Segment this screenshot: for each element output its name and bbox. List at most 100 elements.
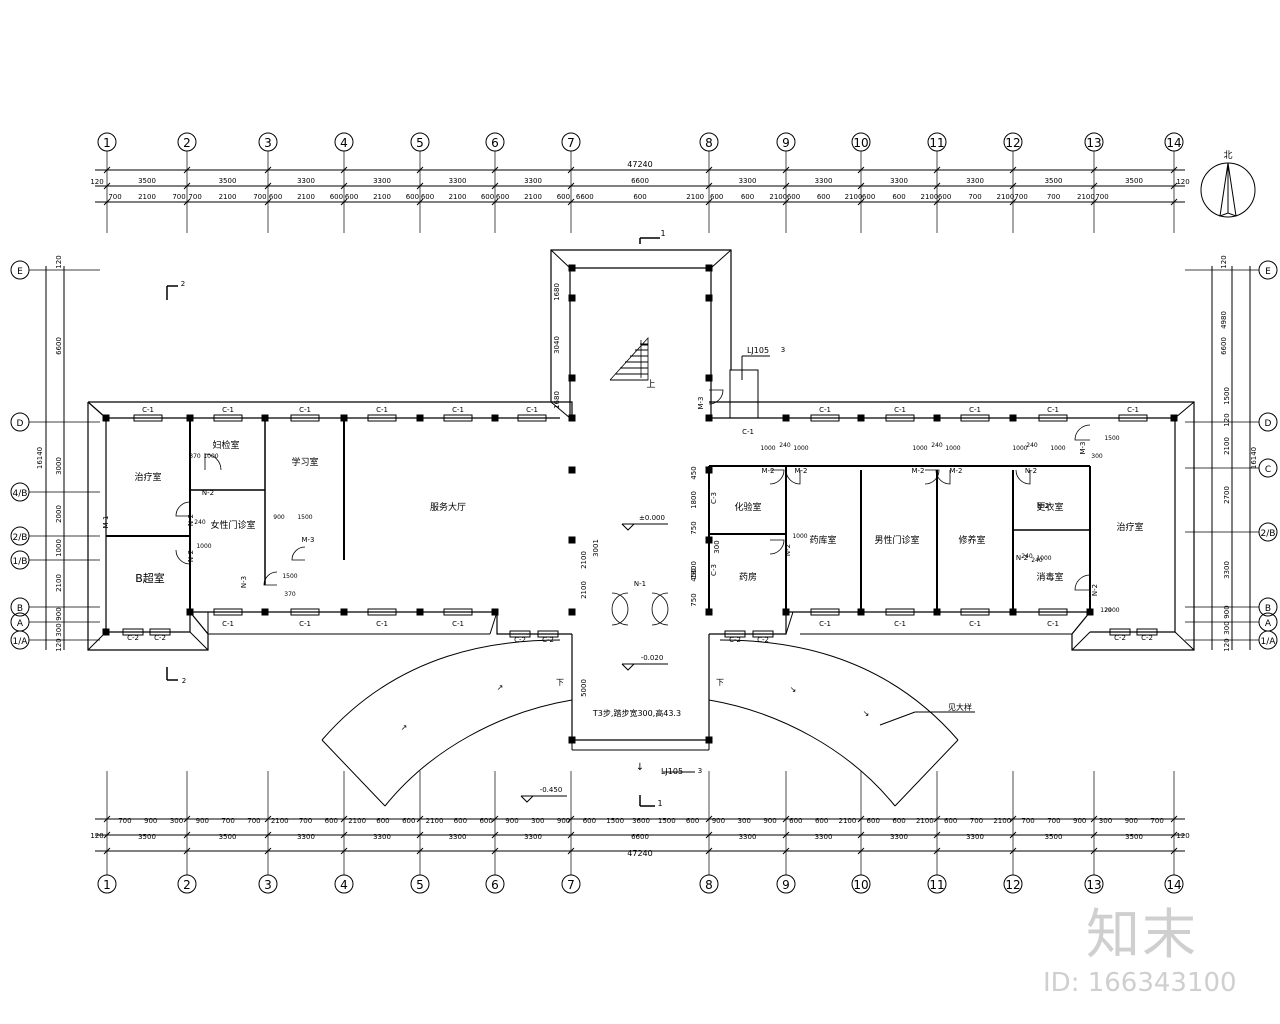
dimension-text: 2100 [916,817,934,825]
watermark-logo: 知末 [1086,903,1198,966]
level-triangle [621,523,636,531]
column [705,466,713,474]
inner-wall [105,418,190,633]
dimension-tick [933,815,941,823]
dimension-text: 3000 [55,457,63,475]
level-text: -0.020 [641,654,664,662]
ramp-edge [719,639,959,741]
window-label: C-1 [142,406,154,414]
dimension-text: 120 [1176,178,1189,186]
window-label: C-1 [222,620,234,628]
dimension-text: 1000 [196,543,211,550]
axis-label: 12 [1005,136,1020,150]
axis-label: 13 [1086,878,1101,892]
door-swing [769,539,785,555]
dimension-text: 700 [1021,817,1034,825]
dimension-text: 700 [1095,193,1108,201]
door-swing [175,501,191,517]
dimension-text: 1000 [1050,445,1065,452]
axis-label: 14 [1166,878,1181,892]
dimension-text: 240 [194,519,206,526]
dimension-tick [103,815,111,823]
column [261,414,269,422]
dimension-text: 300 [531,817,544,825]
dimension-text: 120 [55,255,63,268]
wall-corner [489,611,498,635]
dimension-text: 600 [710,193,723,201]
dimension-text: 1500 [282,573,297,580]
axis-label: 1/A [13,637,29,647]
dimension-tick [183,198,191,206]
dimension-text: 600 [867,817,880,825]
dimension-text: 900 [196,817,209,825]
dimension-text: 2100 [297,193,315,201]
dimension-tick [183,815,191,823]
dimension-text: 600 [892,193,905,201]
axis-label: 5 [416,136,424,150]
dimension-text: 2100 [138,193,156,201]
window [122,628,144,636]
dimension-text: 600 [481,193,494,201]
dimension-tick [183,847,191,855]
window-label: C-1 [819,406,831,414]
dimension-tick [1009,198,1017,206]
dimension-text: 600 [892,817,905,825]
dimension-text: 6600 [1220,337,1228,355]
ramp-down-label: 下 [716,678,724,687]
dimension-tick [857,182,865,190]
dimension-text: 900 [763,817,776,825]
dimension-text: 600 [325,817,338,825]
dimension-text: 2100 [55,574,63,592]
dimension-tick [1170,831,1178,839]
dimension-tick [183,182,191,190]
window [133,414,163,422]
outer-wall [88,401,573,418]
dimension-text: 700 [299,817,312,825]
door-label: M-3 [1079,441,1087,454]
level-triangle [520,795,535,803]
window [290,608,320,616]
dimension-tick [491,831,499,839]
door-label: N-2 [784,544,792,556]
dimension-tick [264,182,272,190]
axis-label: 1/B [13,557,28,567]
dimension-text: 2100 [524,193,542,201]
dimension-text: 1680 [553,391,561,409]
door-swing [204,453,222,471]
axis-label: 2 [183,878,191,892]
dimension-text: 2100 [373,193,391,201]
column [416,608,424,616]
window [1109,628,1131,636]
dimension-text: 3300 [890,833,908,841]
column [186,414,194,422]
dimension-text: 600 [479,817,492,825]
dimension-tick [1170,198,1178,206]
dimension-text: 300 [1223,621,1231,634]
dimension-tick [491,198,499,206]
window [960,414,990,422]
wall-corner [710,249,732,269]
column [782,608,790,616]
dimension-tick [857,166,865,174]
dimension-text: 1000 [55,539,63,557]
detail-note: 见大样 [948,702,972,712]
dimension-text: 3300 [966,833,984,841]
door-label: N-2 [1025,467,1037,475]
dimension-tick [567,182,575,190]
dimension-tick [491,166,499,174]
dimension-tick [264,847,272,855]
dimension-text: 600 [787,193,800,201]
dimension-tick [340,182,348,190]
dimension-text: 2100 [426,817,444,825]
ramp-edge [321,639,561,741]
column [705,294,713,302]
window-label: C-1 [376,620,388,628]
dimension-text: 240 [931,442,943,449]
door-label: M-2 [949,467,962,475]
window-label: C-1 [299,620,311,628]
axis-label: 8 [705,878,713,892]
inner-wall [569,267,712,418]
wall-corner [785,611,794,635]
dimension-text: 2100 [449,193,467,201]
door-label: M-2 [794,467,807,475]
